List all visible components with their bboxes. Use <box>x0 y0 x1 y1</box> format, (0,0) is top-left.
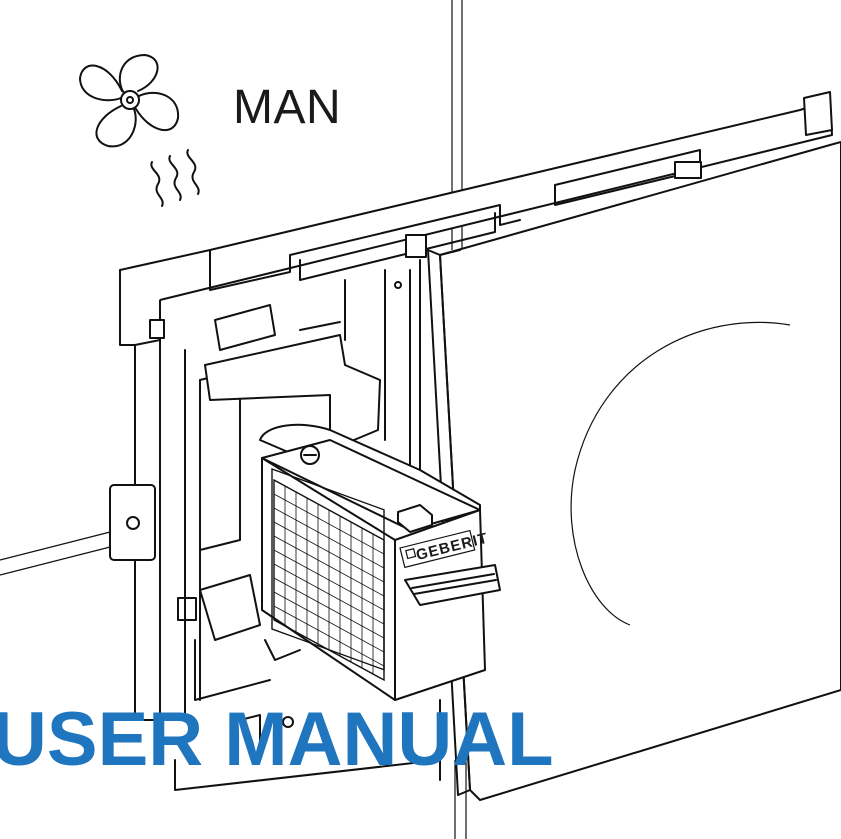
filter-grid <box>273 478 385 682</box>
mode-label: MAN <box>233 81 342 134</box>
brand-plate <box>399 529 476 569</box>
filter-unit: GEBERIT <box>259 423 501 701</box>
document-title: USER MANUAL <box>0 697 554 782</box>
fan-icon <box>79 54 200 207</box>
mounting-frame <box>109 91 833 791</box>
